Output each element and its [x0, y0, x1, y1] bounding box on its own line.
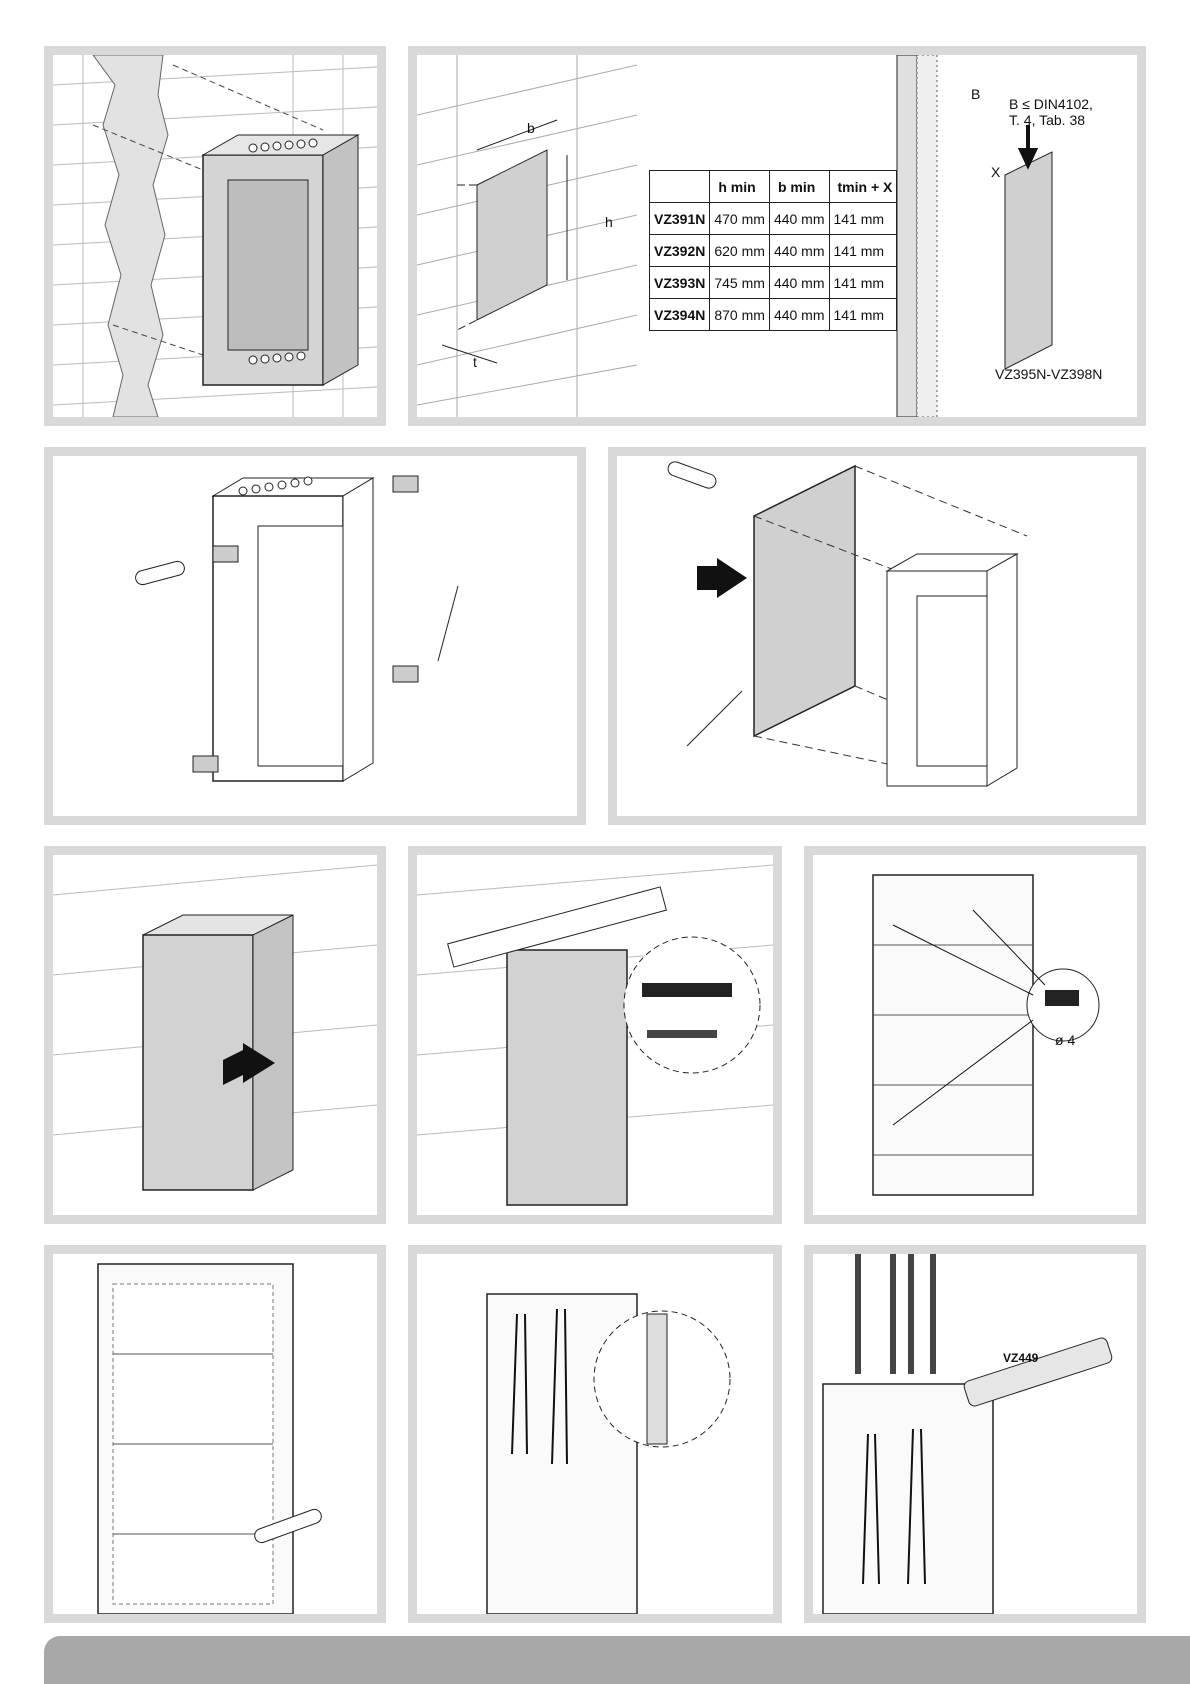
table-header: tmin + X [829, 171, 897, 203]
table-header: h min [710, 171, 770, 203]
step-mount-brackets [44, 447, 586, 825]
t-min-cell: 141 mm [829, 203, 897, 235]
table-header: b min [769, 171, 829, 203]
depth-label: t [473, 355, 477, 370]
step-seal-conduits: VZ449 [804, 1245, 1146, 1623]
step-dimensions: b h t h min b min tmin + X VZ391N 470 mm… [408, 46, 1146, 426]
h-min-cell: 870 mm [710, 299, 770, 331]
drill-holes-illustration [813, 855, 1137, 1215]
height-label: h [605, 215, 613, 230]
h-min-cell: 745 mm [710, 267, 770, 299]
fire-panel-fitting-illustration [617, 456, 1137, 816]
step-install-rails [44, 1245, 386, 1623]
step-fire-panel-fit [608, 447, 1146, 825]
footer-bar [44, 1636, 1190, 1684]
level-and-screw-illustration [417, 855, 773, 1215]
dimension-table: h min b min tmin + X VZ391N 470 mm 440 m… [649, 170, 897, 331]
h-min-cell: 620 mm [710, 235, 770, 267]
table-row: VZ393N 745 mm 440 mm 141 mm [650, 267, 897, 299]
step-drill-holes: ø 4 [804, 846, 1146, 1224]
wall-cutout-illustration [53, 55, 377, 417]
seal-conduits-illustration [813, 1254, 1137, 1614]
width-label: b [527, 121, 535, 136]
model-cell: VZ394N [650, 299, 710, 331]
model-cell: VZ391N [650, 203, 710, 235]
cable-routing-illustration [417, 1254, 773, 1614]
step-insert-into-wall [44, 846, 386, 1224]
table-row: VZ391N 470 mm 440 mm 141 mm [650, 203, 897, 235]
wall-thickness-label: B [971, 87, 980, 102]
install-rails-illustration [53, 1254, 377, 1614]
bracket-mounting-illustration [53, 456, 577, 816]
table-row: VZ392N 620 mm 440 mm 141 mm [650, 235, 897, 267]
insert-box-illustration [53, 855, 377, 1215]
b-min-cell: 440 mm [769, 299, 829, 331]
model-cell: VZ393N [650, 267, 710, 299]
din-standard-label: B ≤ DIN4102, [1009, 97, 1093, 112]
b-min-cell: 440 mm [769, 267, 829, 299]
drill-diameter-label: ø 4 [1055, 1033, 1075, 1048]
b-min-cell: 440 mm [769, 235, 829, 267]
step-level-and-fix [408, 846, 782, 1224]
table-row: VZ394N 870 mm 440 mm 141 mm [650, 299, 897, 331]
sealant-product-label: VZ449 [1003, 1352, 1038, 1365]
step-cable-routing [408, 1245, 782, 1623]
panel-x-label: X [991, 165, 1000, 180]
t-min-cell: 141 mm [829, 267, 897, 299]
table-header [650, 171, 710, 203]
step-wall-cutout [44, 46, 386, 426]
b-min-cell: 440 mm [769, 203, 829, 235]
model-cell: VZ392N [650, 235, 710, 267]
accessory-range-label: VZ395N-VZ398N [995, 367, 1102, 382]
t-min-cell: 141 mm [829, 235, 897, 267]
din-table-label: T. 4, Tab. 38 [1009, 113, 1085, 128]
h-min-cell: 470 mm [710, 203, 770, 235]
t-min-cell: 141 mm [829, 299, 897, 331]
